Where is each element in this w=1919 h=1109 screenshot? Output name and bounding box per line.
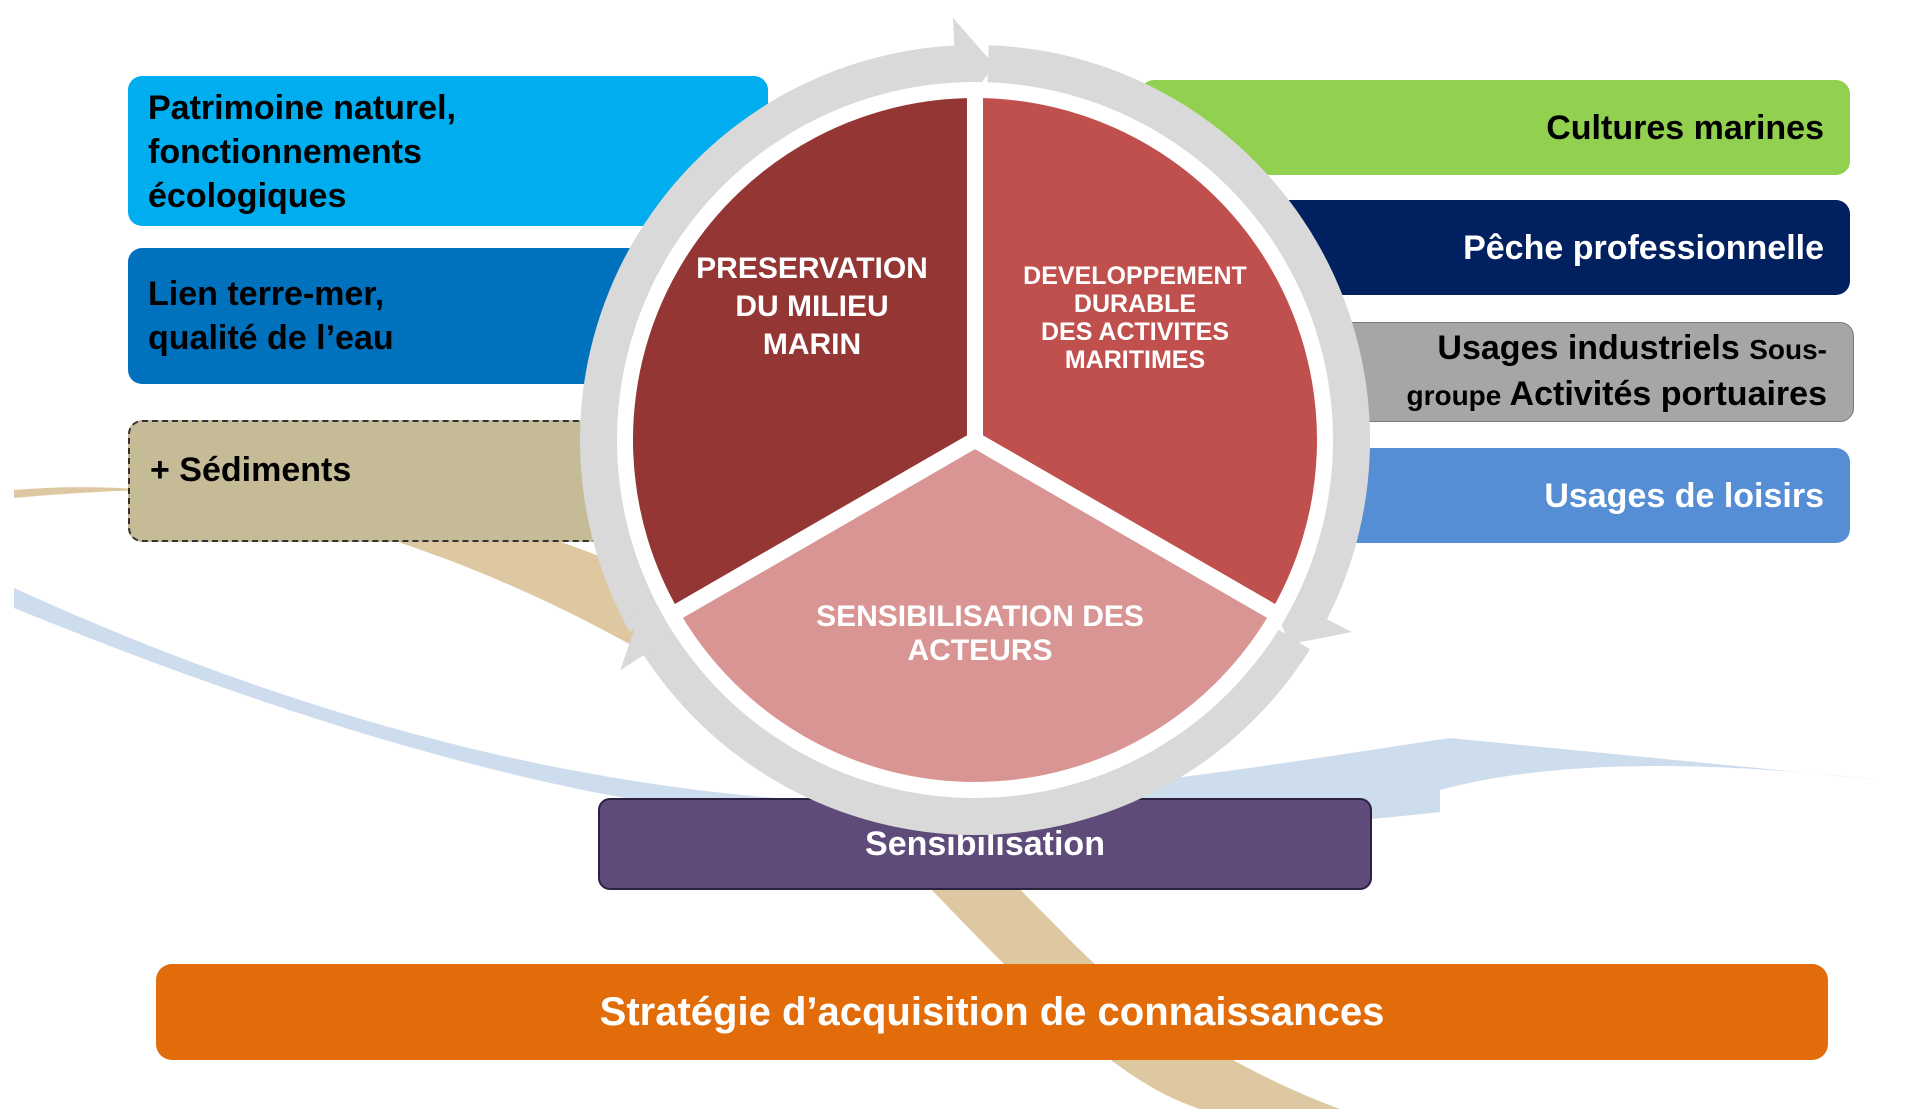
tan-wave [14, 487, 1340, 1109]
ring-segment-bottom [640, 628, 1310, 836]
ring-segment-right [987, 45, 1370, 626]
developpement-label: DEVELOPPEMENT DURABLE DES ACTIVITES MARI… [1023, 262, 1247, 374]
patrimoine-label: Patrimoine naturel, fonctionnements écol… [148, 89, 456, 215]
activites-portuaires-label: Activités portuaires [1509, 375, 1827, 413]
usages-de-loisirs-label: Usages de loisirs [1544, 476, 1824, 515]
ring-segment-top-left [580, 45, 963, 632]
sensibilisation-acteurs-label: SENSIBILISATION DES ACTEURS [816, 600, 1144, 667]
usages-industriels-line2: groupe Activités portuaires [1406, 372, 1827, 418]
patrimoine-box: Patrimoine naturel, fonctionnements écol… [128, 76, 768, 226]
strategie-bar: Stratégie d’acquisition de connaissances [156, 964, 1828, 1060]
sediments-label: + Sédiments [150, 451, 352, 489]
cultures-marines-label: Cultures marines [1546, 108, 1824, 147]
sous-label: Sous- [1749, 334, 1827, 365]
blue-wave [14, 588, 1880, 833]
preservation-label: PRESERVATION DU MILIEU MARIN [696, 252, 928, 361]
groupe-label: groupe [1406, 380, 1502, 411]
peche-professionnelle-label: Pêche professionnelle [1463, 228, 1824, 267]
cultures-marines-box: Cultures marines [1140, 80, 1850, 175]
usages-industriels-line1: Usages industriels Sous- [1437, 326, 1827, 372]
usages-industriels-label: Usages industriels [1437, 329, 1740, 367]
cycle-sectors [617, 82, 1333, 798]
lien-terre-mer-label: Lien terre-mer, qualité de l’eau [148, 275, 394, 357]
strategie-bar-label: Stratégie d’acquisition de connaissances [599, 989, 1385, 1034]
sector-sensibilisation [663, 432, 1287, 798]
